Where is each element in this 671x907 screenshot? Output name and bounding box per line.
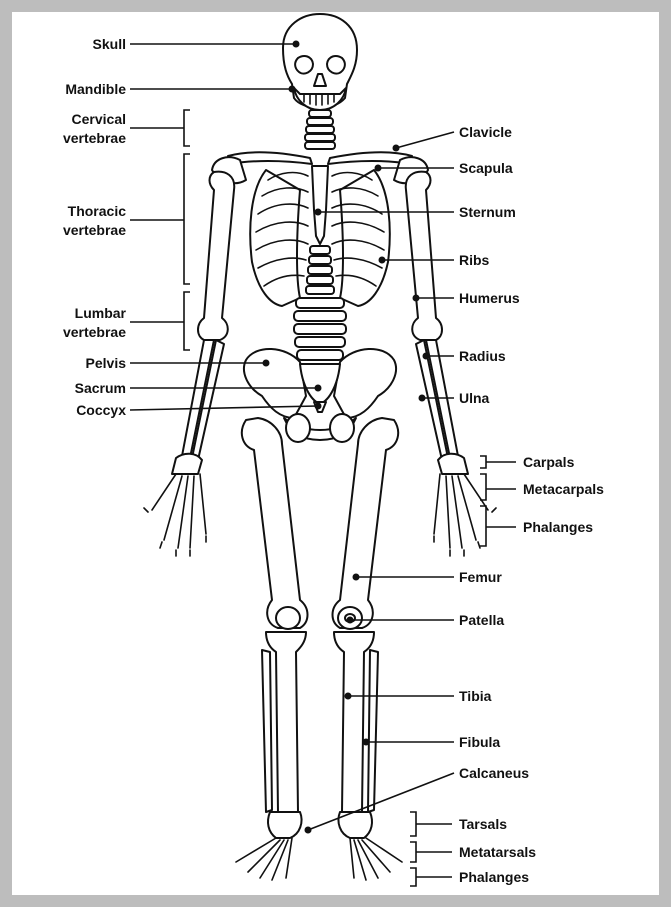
label-ulna: Ulna bbox=[459, 390, 490, 406]
label-phalanges-hand: Phalanges bbox=[523, 519, 593, 535]
label-clavicle: Clavicle bbox=[459, 124, 512, 140]
left-arm-shape bbox=[143, 170, 236, 557]
label-lumbar-line1: Lumbar bbox=[75, 305, 127, 321]
label-skull: Skull bbox=[93, 36, 126, 52]
label-cervical-line1: Cervical bbox=[72, 111, 126, 127]
label-metacarpals: Metacarpals bbox=[523, 481, 604, 497]
label-radius: Radius bbox=[459, 348, 506, 364]
spine-shape bbox=[293, 245, 347, 361]
label-thoracic-line2: vertebrae bbox=[63, 222, 126, 238]
label-fibula: Fibula bbox=[459, 734, 500, 750]
ribcage-shape bbox=[249, 169, 391, 307]
right-leg-shape bbox=[331, 417, 403, 881]
labels: Skull Mandible Cervical vertebrae Thorac… bbox=[63, 36, 604, 885]
skeleton-figure bbox=[143, 13, 497, 881]
label-thoracic-line1: Thoracic bbox=[68, 203, 127, 219]
label-tarsals: Tarsals bbox=[459, 816, 507, 832]
label-tibia: Tibia bbox=[459, 688, 492, 704]
label-humerus: Humerus bbox=[459, 290, 520, 306]
label-sternum: Sternum bbox=[459, 204, 516, 220]
leader-lines bbox=[129, 40, 516, 887]
label-femur: Femur bbox=[459, 569, 502, 585]
label-sacrum: Sacrum bbox=[75, 380, 126, 396]
pelvis-shape bbox=[243, 347, 397, 443]
label-coccyx: Coccyx bbox=[76, 402, 126, 418]
label-patella: Patella bbox=[459, 612, 504, 628]
label-ribs: Ribs bbox=[459, 252, 490, 268]
clavicle-shape bbox=[227, 151, 313, 165]
left-leg-shape bbox=[235, 417, 309, 881]
label-pelvis: Pelvis bbox=[86, 355, 127, 371]
label-carpals: Carpals bbox=[523, 454, 575, 470]
label-calcaneus: Calcaneus bbox=[459, 765, 529, 781]
label-scapula: Scapula bbox=[459, 160, 513, 176]
label-lumbar-line2: vertebrae bbox=[63, 324, 126, 340]
sternum-shape bbox=[311, 165, 329, 245]
label-mandible: Mandible bbox=[65, 81, 126, 97]
label-cervical-line2: vertebrae bbox=[63, 130, 126, 146]
cervical-shape bbox=[304, 109, 336, 150]
label-phalanges-foot: Phalanges bbox=[459, 869, 529, 885]
label-metatarsals: Metatarsals bbox=[459, 844, 536, 860]
